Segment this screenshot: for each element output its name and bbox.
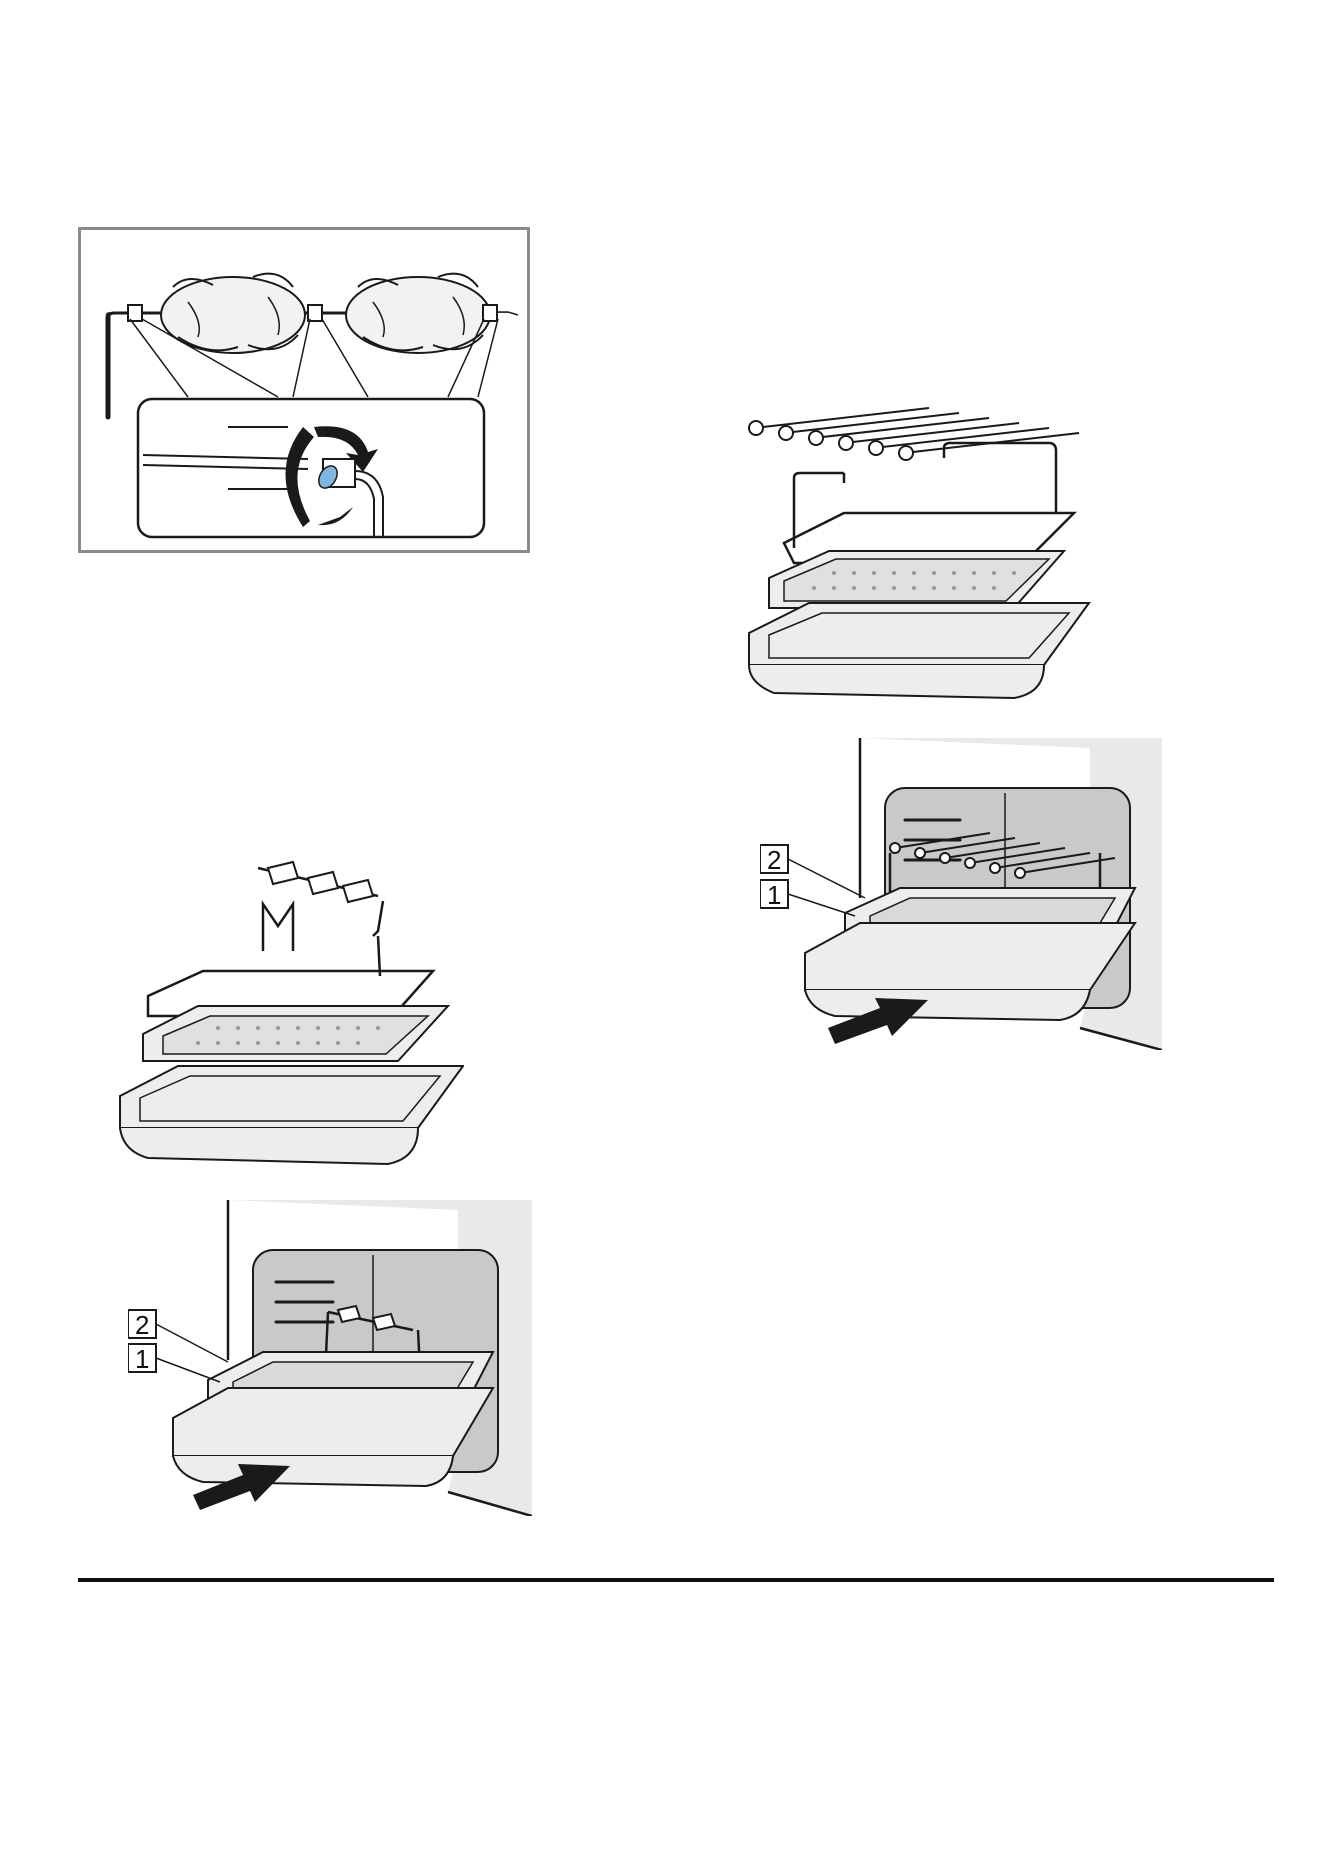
figure-oven-insert-right: 2 1 xyxy=(760,738,1162,1050)
figure-oven-insert-left: 2 1 xyxy=(128,1200,532,1516)
label-2-left: 2 xyxy=(135,1310,149,1340)
page-divider xyxy=(78,1578,1274,1582)
skewer-rack-illustration xyxy=(744,403,1104,705)
label-1-right: 1 xyxy=(767,880,781,910)
figure-skewer-rack-assembly xyxy=(744,403,1104,705)
oven-insert-right-illustration: 2 1 xyxy=(760,738,1162,1050)
spit-rack-illustration xyxy=(118,856,464,1170)
oven-insert-left-illustration: 2 1 xyxy=(128,1200,532,1516)
label-1-left: 1 xyxy=(135,1344,149,1374)
figure-rotisserie-chickens xyxy=(78,227,530,553)
rotisserie-illustration xyxy=(78,227,530,553)
figure-spit-rack-assembly xyxy=(118,856,464,1170)
label-2-right: 2 xyxy=(767,845,781,875)
